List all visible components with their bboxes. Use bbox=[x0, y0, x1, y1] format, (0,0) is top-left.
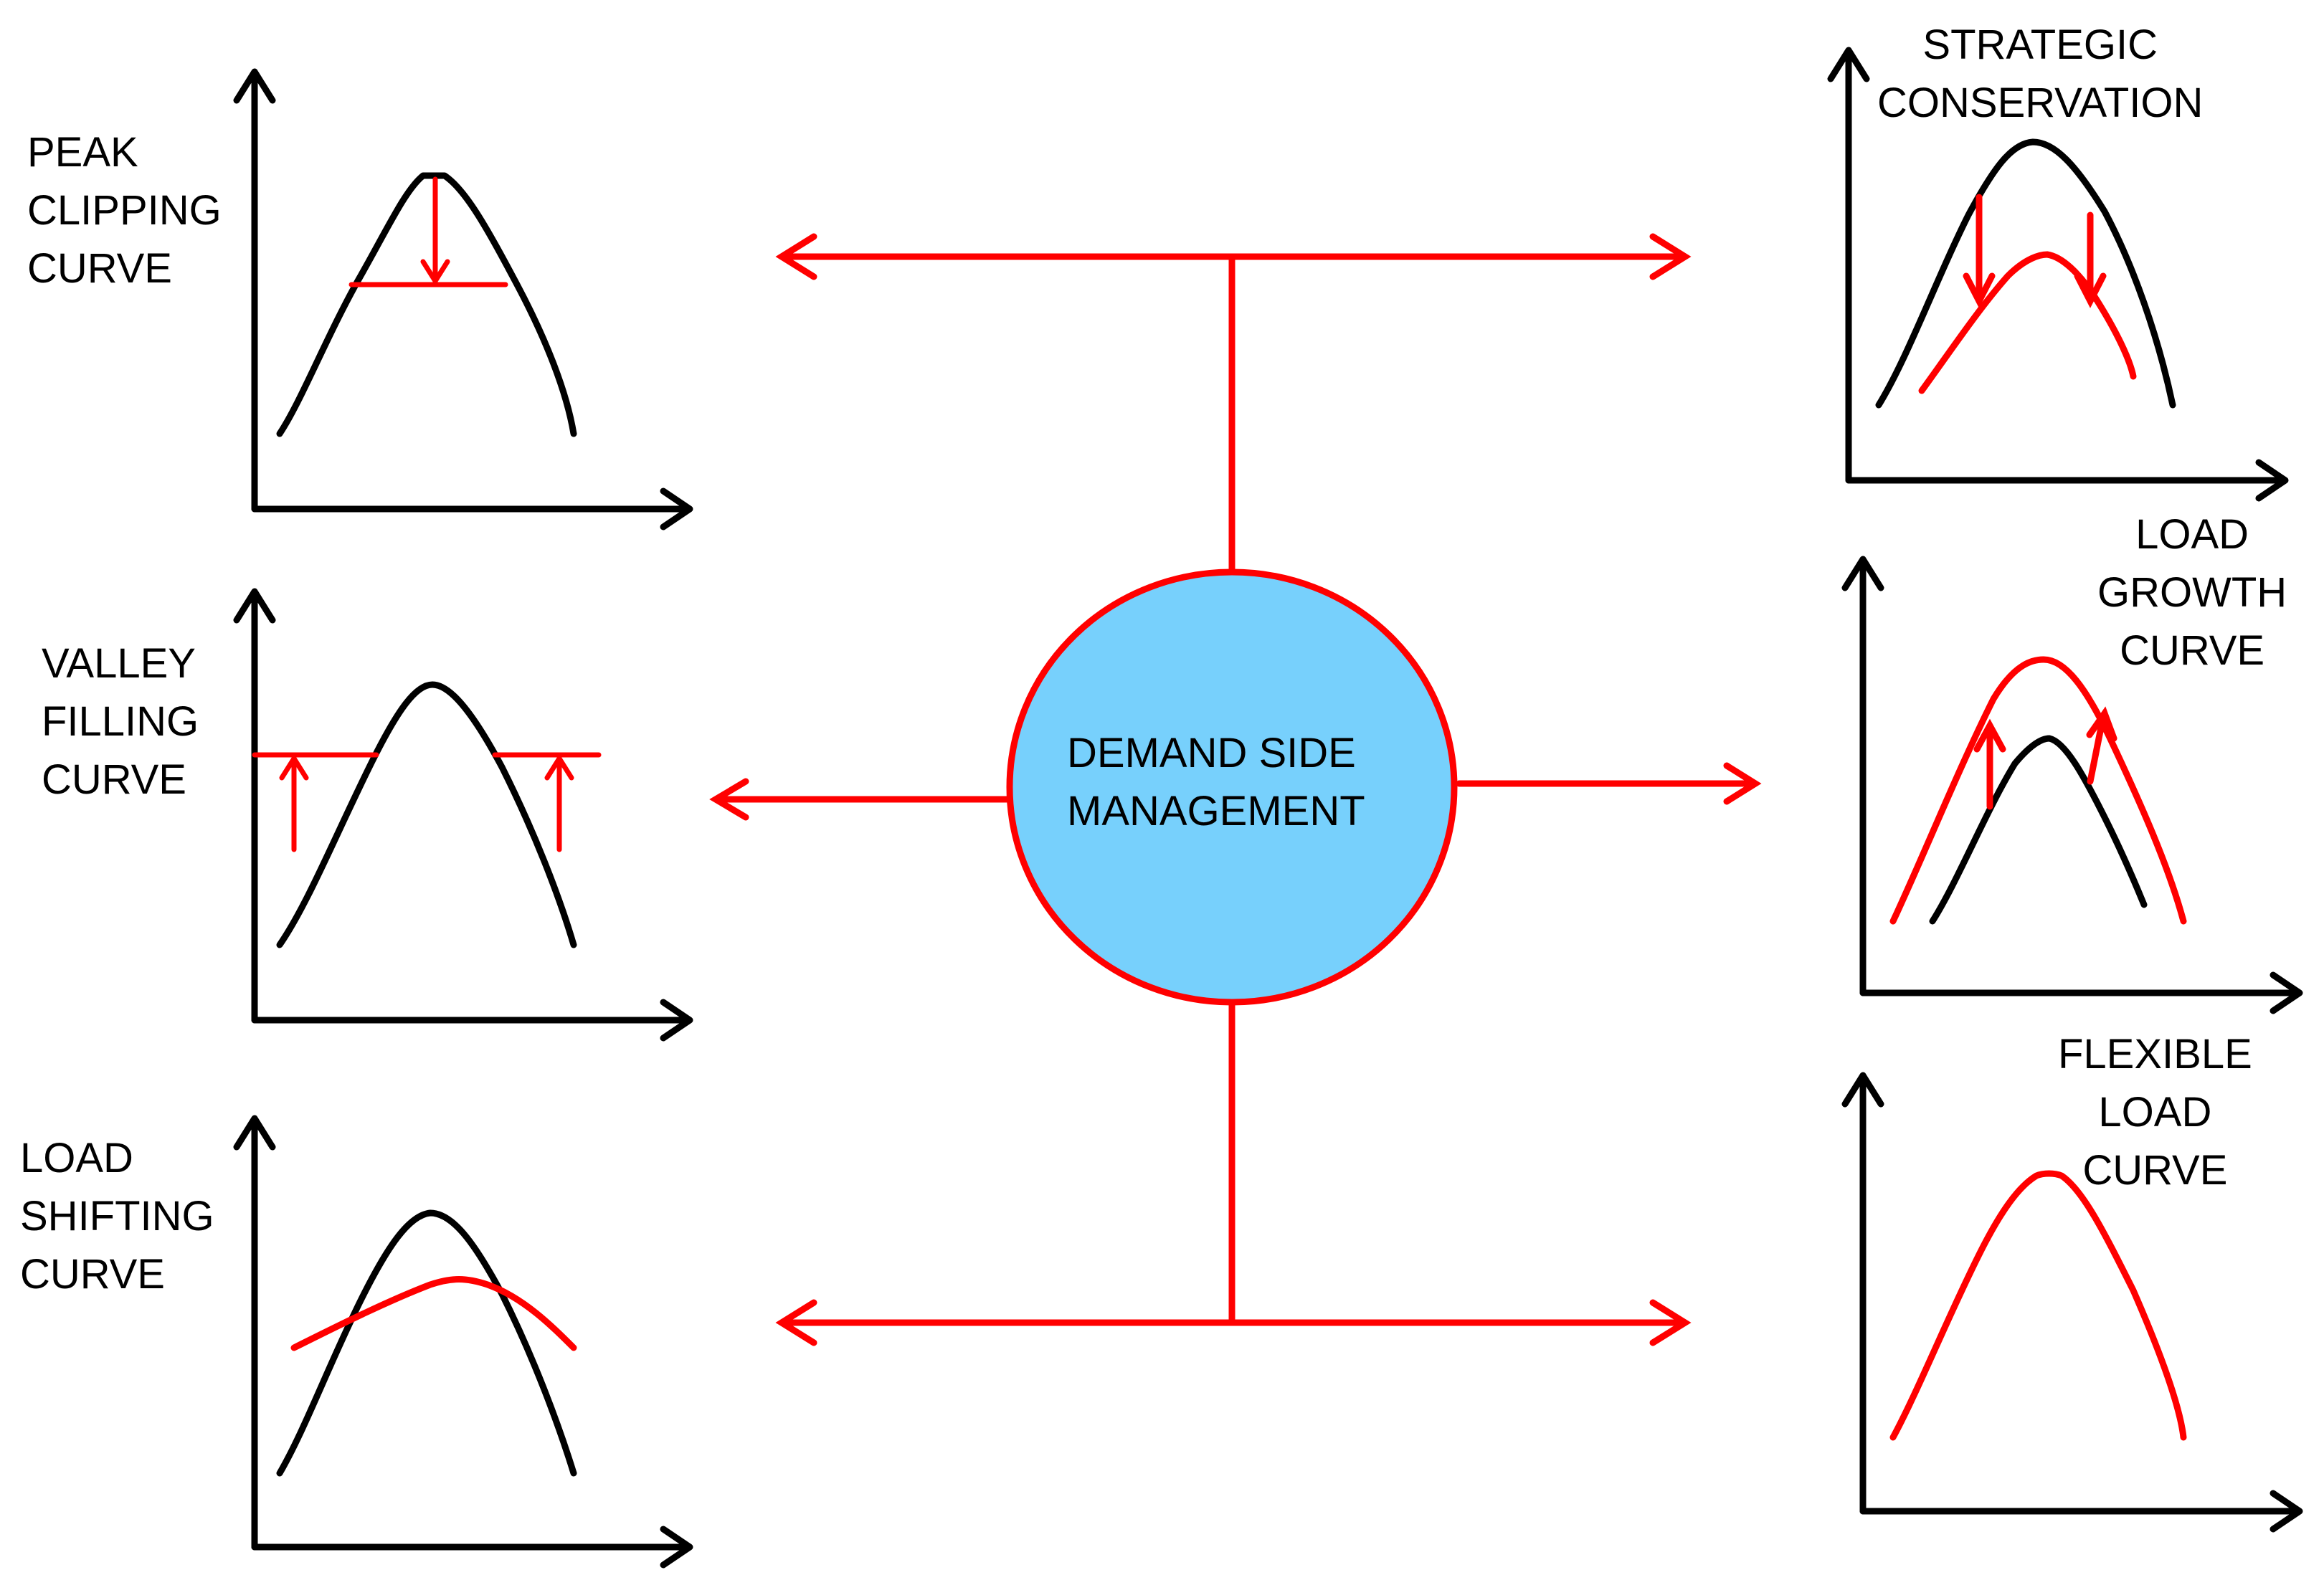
conservation-arrow-left-head bbox=[1963, 272, 1996, 308]
strategic-conservation-label-line-2: CONSERVATION bbox=[1877, 80, 2204, 126]
peak-clipping-label-line-3: CURVE bbox=[27, 245, 172, 292]
x-axis-arrowhead bbox=[2270, 971, 2303, 1014]
flexible-load-label-line-1: FLEXIBLE bbox=[2058, 1031, 2252, 1077]
strategic-conservation-label-line-1: STRATEGIC bbox=[1922, 22, 2158, 68]
panel-strategic-conservation bbox=[1827, 47, 2289, 502]
flexible-load-label-line-3: CURVE bbox=[2082, 1147, 2228, 1194]
top-left-arrowhead bbox=[775, 233, 817, 280]
increased-load-curve bbox=[1889, 656, 2187, 925]
x-axis-arrowhead bbox=[660, 999, 693, 1042]
original-load-curve bbox=[1929, 735, 2148, 925]
peak-clipping-label-line-2: CLIPPING bbox=[27, 187, 222, 234]
valley-filling-label-line-2: FILLING bbox=[42, 698, 199, 745]
dsm-hub-label-line-2: MANAGEMENT bbox=[1067, 788, 1365, 834]
top-right-arrowhead bbox=[1649, 233, 1692, 280]
peak-clipping-label-line-1: PEAK bbox=[27, 129, 138, 176]
original-load-curve bbox=[276, 681, 577, 948]
valley-filling-label-line-1: VALLEY bbox=[42, 640, 196, 687]
left-arrowhead bbox=[709, 778, 749, 821]
conservation-arrow-right-head bbox=[2074, 272, 2107, 308]
bottom-right-arrowhead bbox=[1649, 1299, 1692, 1346]
dsm-hub-label: DEMAND SIDE MANAGEMENT bbox=[1067, 724, 1365, 840]
reduced-load-curve bbox=[1918, 251, 2137, 394]
right-arrowhead bbox=[1723, 762, 1762, 805]
growth-arrow-right-shaft bbox=[2087, 717, 2106, 785]
y-axis-arrowhead bbox=[233, 588, 276, 624]
x-axis-arrowhead bbox=[660, 487, 693, 530]
original-load-curve bbox=[276, 1209, 577, 1477]
peak-clipping-label: PEAK CLIPPING CURVE bbox=[27, 123, 222, 298]
y-axis-arrowhead bbox=[1841, 556, 1884, 591]
connectors bbox=[709, 233, 1762, 1346]
y-axis-arrowhead bbox=[233, 68, 276, 104]
shifted-load-curve bbox=[290, 1276, 577, 1351]
flexible-load-curve bbox=[1889, 1170, 2187, 1441]
y-axis-arrowhead bbox=[1841, 1072, 1884, 1108]
panel-flexible-load bbox=[1841, 1072, 2303, 1533]
dsm-hub-circle bbox=[1006, 568, 1458, 1006]
load-shifting-label-line-2: SHIFTING bbox=[20, 1193, 214, 1239]
x-axis-arrowhead bbox=[660, 1526, 693, 1569]
panel-peak-clipping bbox=[233, 68, 693, 530]
growth-arrow-right-head bbox=[2086, 706, 2117, 742]
flexible-load-label: FLEXIBLE LOAD CURVE bbox=[2058, 1025, 2252, 1199]
original-load-curve bbox=[1875, 138, 2176, 409]
strategic-conservation-label: STRATEGIC CONSERVATION bbox=[1877, 16, 2203, 132]
original-load-curve bbox=[276, 172, 577, 437]
y-axis-arrowhead bbox=[233, 1115, 276, 1151]
load-shifting-label-line-1: LOAD bbox=[20, 1135, 133, 1181]
x-axis-arrowhead bbox=[2270, 1490, 2303, 1533]
valley-filling-label-line-3: CURVE bbox=[42, 756, 186, 803]
load-shifting-label-line-3: CURVE bbox=[20, 1251, 165, 1298]
load-growth-label: LOAD GROWTH CURVE bbox=[2097, 505, 2287, 680]
x-axis-arrowhead bbox=[2255, 459, 2289, 502]
y-axis-arrowhead bbox=[1827, 47, 1870, 82]
dsm-hub-label-line-1: DEMAND SIDE bbox=[1067, 730, 1356, 776]
load-growth-label-line-1: LOAD bbox=[2135, 511, 2249, 558]
panel-valley-filling bbox=[233, 588, 693, 1042]
fill-arrow-right-head bbox=[544, 753, 574, 781]
load-growth-label-line-2: GROWTH bbox=[2097, 569, 2287, 616]
flexible-load-label-line-2: LOAD bbox=[2098, 1089, 2212, 1136]
fill-arrow-left-head bbox=[279, 753, 309, 781]
valley-filling-label: VALLEY FILLING CURVE bbox=[42, 634, 199, 809]
bottom-left-arrowhead bbox=[775, 1299, 817, 1346]
growth-arrow-left-head bbox=[1973, 718, 2006, 753]
clip-arrowhead bbox=[420, 259, 450, 286]
panel-load-growth bbox=[1841, 556, 2303, 1014]
load-shifting-label: LOAD SHIFTING CURVE bbox=[20, 1129, 214, 1303]
panel-load-shifting bbox=[233, 1115, 693, 1569]
load-growth-label-line-3: CURVE bbox=[2120, 627, 2265, 674]
